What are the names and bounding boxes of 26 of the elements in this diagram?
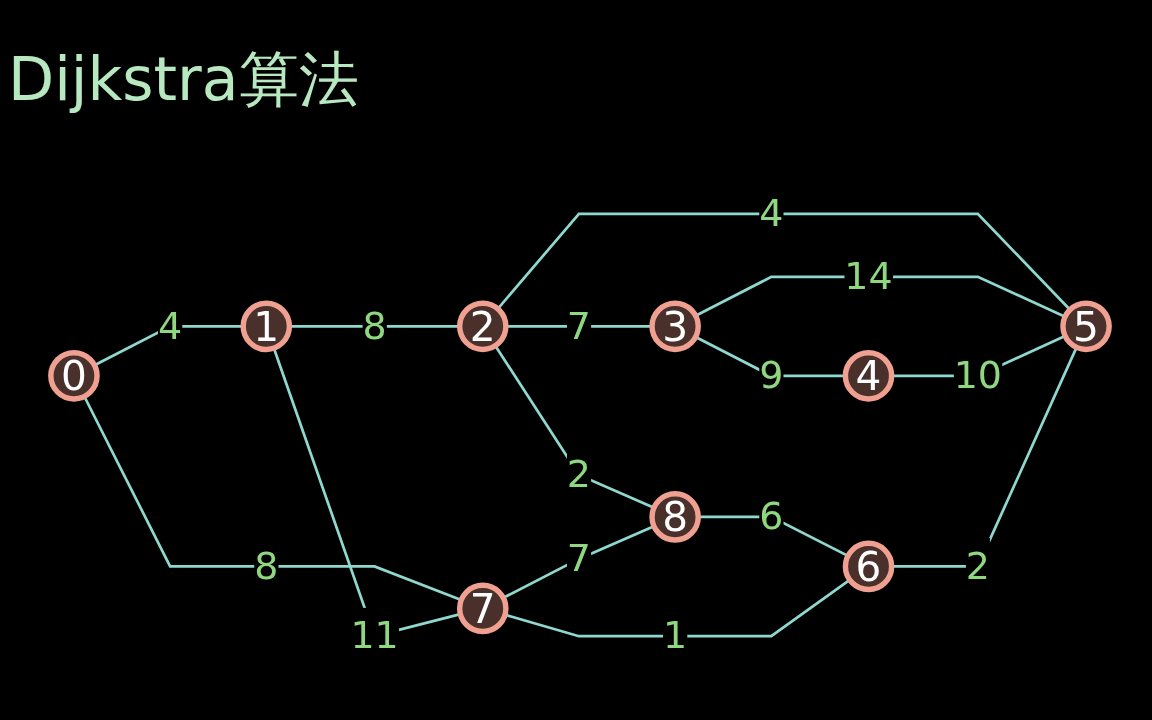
edge-label: 2 [566,451,592,497]
edge-label: 11 [350,613,399,658]
edge-label: 1 [663,613,688,658]
node-circle: 2 [456,300,509,353]
title: Dijkstra算法 [8,43,359,116]
node-circle: 5 [1060,300,1112,353]
connector [496,212,1071,311]
edge-label: 6 [759,493,784,539]
edge-label: 7 [566,303,592,349]
edge-label: 14 [844,253,893,299]
node-circle: 6 [842,540,895,593]
edge-label: 10 [953,352,1002,398]
node-circle: 1 [240,300,293,353]
node-circle: 7 [456,582,509,635]
edge-label: 7 [566,535,592,581]
edge-label: 8 [254,543,279,589]
edge-label: 4 [759,190,784,236]
node-circle: 8 [649,491,701,543]
edge-label: 9 [759,352,784,398]
node-circle: 0 [48,350,100,402]
edge-label: 4 [158,303,183,349]
edge-label: 2 [965,543,990,589]
connector [289,325,460,328]
edge-label: 8 [362,303,387,349]
node-circle: 3 [649,300,701,353]
node-circle: 4 [842,350,895,402]
